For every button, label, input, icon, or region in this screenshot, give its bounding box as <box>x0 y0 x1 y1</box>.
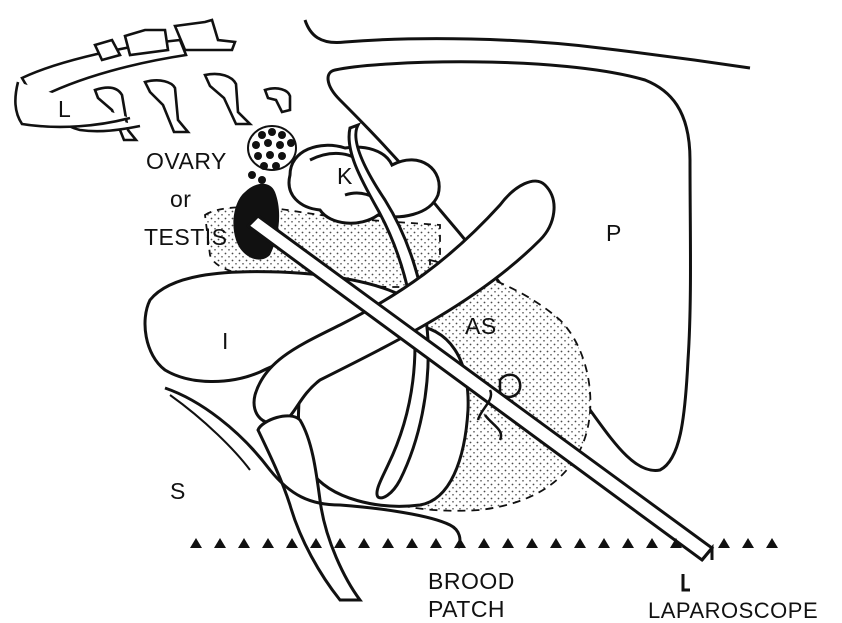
label-air-sac: AS <box>465 315 497 338</box>
label-l: L <box>58 98 71 121</box>
label-or: or <box>170 188 191 211</box>
label-s: S <box>170 480 186 503</box>
vertebral-column <box>15 20 290 140</box>
label-testis: TESTIS <box>144 226 228 249</box>
label-ovary: OVARY <box>146 150 227 173</box>
label-pectoral: P <box>606 222 622 245</box>
label-brood: BROOD <box>428 570 515 593</box>
label-kidney: K <box>337 165 353 188</box>
label-intestine: I <box>222 330 229 353</box>
label-patch: PATCH <box>428 598 505 621</box>
back-contour <box>305 20 750 68</box>
label-laparoscope: LAPAROSCOPE <box>648 600 818 622</box>
